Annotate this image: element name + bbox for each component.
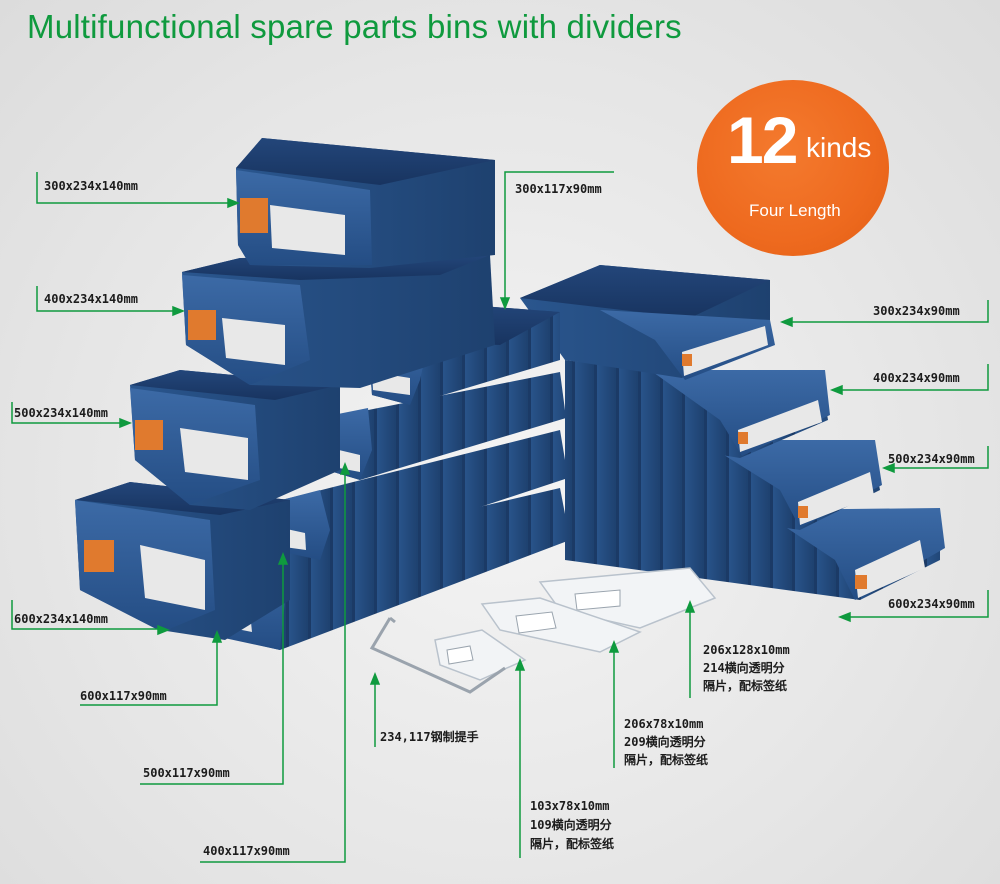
label-300x117x90: 300x117x90mm	[515, 182, 602, 196]
label-500x234x140: 500x234x140mm	[14, 406, 108, 420]
label-600x234x90: 600x234x90mm	[888, 597, 975, 611]
steel-handle	[369, 616, 506, 694]
callout-lines	[11, 171, 989, 863]
badge-number: 12	[727, 103, 798, 177]
kinds-badge	[697, 80, 889, 256]
label-400x234x140: 400x234x140mm	[44, 292, 138, 306]
label-divider-206x128: 206x128x10mm	[703, 643, 790, 657]
bin-300x234x140	[236, 138, 495, 268]
label-divider-206x78-desc: 209横向透明分	[624, 735, 706, 749]
label-divider-103x78-note: 隔片，配标签纸	[530, 837, 615, 851]
label-handle: 234,117钢制提手	[380, 730, 479, 744]
label-divider-206x128-note: 隔片，配标签纸	[703, 679, 788, 693]
bin-500x234x90	[565, 420, 882, 530]
label-300x234x140: 300x234x140mm	[44, 179, 138, 193]
bin-300x234x90	[520, 265, 775, 380]
label-600x234x140: 600x234x140mm	[14, 612, 108, 626]
label-divider-206x78-note: 隔片，配标签纸	[624, 753, 709, 767]
label-divider-206x78: 206x78x10mm	[624, 717, 704, 731]
divider-206x78	[480, 597, 642, 653]
bin-400x234x90	[565, 360, 830, 458]
label-500x234x90: 500x234x90mm	[888, 452, 975, 466]
page-title: Multifunctional spare parts bins with di…	[27, 8, 682, 45]
badge-unit: kinds	[806, 132, 872, 163]
label-divider-103x78: 103x78x10mm	[530, 799, 610, 813]
badge-subtitle: Four Length	[749, 201, 841, 220]
bin-600x234x140	[75, 482, 290, 640]
divider-103x78	[434, 629, 527, 681]
label-divider-103x78-desc: 109横向透明分	[530, 818, 612, 832]
label-300x234x90: 300x234x90mm	[873, 304, 960, 318]
bin-500x234x140	[130, 370, 340, 510]
bin-400x234x140	[182, 255, 495, 388]
label-400x117x90: 400x117x90mm	[203, 844, 290, 858]
label-500x117x90: 500x117x90mm	[143, 766, 230, 780]
label-400x234x90: 400x234x90mm	[873, 371, 960, 385]
label-divider-206x128-desc: 214横向透明分	[703, 661, 785, 675]
label-600x117x90: 600x117x90mm	[80, 689, 167, 703]
